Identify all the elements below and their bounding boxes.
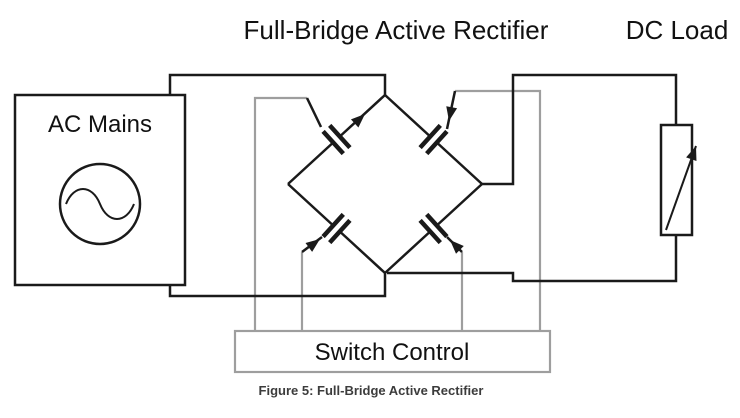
sine-wave-icon: [65, 188, 135, 220]
wire-ac-bottom-rail: [168, 272, 387, 298]
gate-wire-top-left: [253, 96, 307, 331]
switch-control-wiring: [253, 89, 542, 331]
mosfet-bottom-right: [384, 183, 483, 274]
dc-load-box: [659, 123, 694, 237]
switch-control-block: Switch Control: [233, 329, 552, 374]
wire-load-top-rail: [482, 73, 678, 186]
mosfet-plates: [418, 123, 449, 156]
mosfet-top-left: [287, 94, 386, 185]
bridge: [287, 90, 483, 274]
mosfet-top-right: [384, 90, 483, 185]
mosfet-arrow-icon: [350, 114, 365, 128]
variable-load-arrowhead-icon: [686, 146, 697, 162]
mosfet-arrow-icon: [305, 239, 320, 252]
mosfet-plates: [321, 212, 352, 245]
mosfet-gate-lead: [305, 97, 323, 128]
gate-wire-top-right: [455, 89, 542, 331]
circuit-rails: [168, 73, 678, 298]
mosfet-channel-leads: [287, 183, 386, 274]
mosfet-plates: [321, 123, 352, 156]
variable-load-arrow: [665, 145, 697, 231]
figure-title: Full-Bridge Active Rectifier: [244, 15, 549, 45]
ac-mains-label: AC Mains: [48, 111, 152, 138]
switch-control-box: [233, 329, 552, 374]
mosfet-channel-leads: [384, 183, 483, 274]
wire-ac-top-rail: [168, 73, 387, 96]
ac-mains-block: AC Mains: [13, 93, 187, 287]
ac-source-circle: [58, 162, 142, 246]
mosfet-bottom-left: [287, 183, 386, 274]
mosfet-arrow-icon: [450, 240, 464, 254]
ac-source-icon: [58, 162, 142, 246]
mosfet-plates: [418, 212, 449, 245]
mosfet-arrow-icon: [446, 106, 458, 121]
wire-load-bottom-rail: [387, 235, 678, 283]
ac-mains-box: [13, 93, 187, 287]
switch-control-label: Switch Control: [315, 339, 470, 366]
dc-load-block: [659, 123, 697, 237]
figure-caption: Figure 5: Full-Bridge Active Rectifier: [259, 383, 484, 398]
dc-load-label: DC Load: [626, 15, 729, 45]
mosfet-channel-leads: [287, 94, 386, 185]
mosfet-channel-leads: [384, 94, 483, 185]
